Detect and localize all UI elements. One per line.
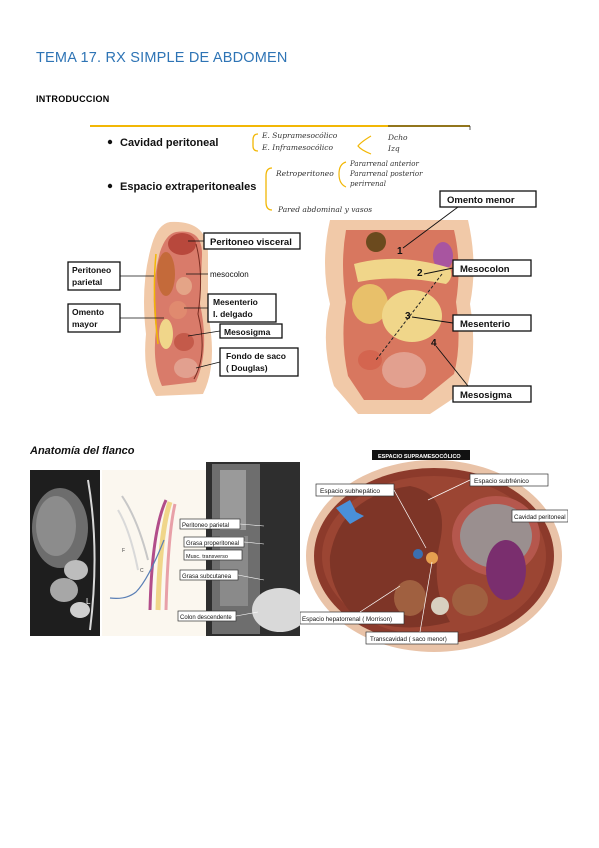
label-mesocolon-right: Mesocolon bbox=[460, 264, 510, 275]
scheme-item-cavidad: Cavidad peritoneal bbox=[120, 137, 218, 149]
scheme-perirrenal: perirrenal bbox=[350, 180, 386, 188]
figure-peritoneal-anatomy: Cavidad peritoneal E. Supramesocólico E.… bbox=[58, 124, 546, 424]
xray-image bbox=[206, 462, 300, 636]
section-heading: INTRODUCCION bbox=[36, 94, 110, 104]
page-title: TEMA 17. RX SIMPLE DE ABDOMEN bbox=[36, 50, 288, 66]
scheme-dcho: Dcho bbox=[387, 133, 408, 142]
marker-2: 2 bbox=[417, 268, 423, 279]
figure-flank-anatomy: Anatomía del flanco L F C Peritoneo pari… bbox=[30, 440, 300, 636]
label-mesosigma-left: Mesosigma bbox=[224, 327, 271, 337]
svg-text:I. delgado: I. delgado bbox=[213, 309, 253, 319]
flank-title: Anatomía del flanco bbox=[30, 445, 135, 457]
svg-text:( Douglas): ( Douglas) bbox=[226, 363, 268, 373]
scheme-pared: Pared abdominal y vasos bbox=[277, 205, 372, 214]
label-espacio-subhepatico: Espacio subhepático bbox=[320, 488, 380, 495]
label-peritoneo-parietal: Peritoneo bbox=[72, 265, 111, 275]
figure-supramesocolic-space: ESPACIO SUPRAMESOCÓLICO Espacio subhepát… bbox=[300, 446, 568, 660]
scheme-inframesocolico: E. Inframesocólico bbox=[261, 143, 333, 152]
scheme-item-extraperitoneal: Espacio extraperitoneales bbox=[120, 181, 256, 193]
ct-image: L bbox=[30, 470, 100, 636]
ct-letter: L bbox=[86, 597, 91, 606]
label-mesocolon-left: mesocolon bbox=[210, 270, 249, 279]
label-peritoneo-parietal-flank: Peritoneo parietal bbox=[182, 523, 229, 529]
scheme-retroperitoneo: Retroperitoneo bbox=[275, 169, 334, 178]
label-espacio-subfrenico: Espacio subfrénico bbox=[474, 478, 529, 485]
label-mesenterio-delgado: Mesenterio bbox=[213, 297, 258, 307]
label-espacio-hepatorrenal: Espacio hepatorrenal ( Morrison) bbox=[302, 616, 392, 623]
scheme-pararrenal-ant: Pararrenal anterior bbox=[349, 160, 420, 168]
label-transcavidad: Transcavidad ( saco menor) bbox=[370, 636, 447, 643]
marker-1: 1 bbox=[397, 246, 403, 257]
svg-text:F: F bbox=[122, 548, 125, 554]
axial-section-illustration bbox=[306, 460, 562, 652]
svg-text:parietal: parietal bbox=[72, 277, 102, 287]
scheme-supramesocolico: E. Supramesocólico bbox=[261, 131, 338, 140]
label-grasa-subcutanea: Grasa subcutanea bbox=[182, 574, 232, 580]
label-mesenterio-right: Mesenterio bbox=[460, 319, 510, 330]
svg-text:mayor: mayor bbox=[72, 319, 98, 329]
scheme-izq: Izq bbox=[387, 144, 400, 153]
label-omento-mayor: Omento bbox=[72, 307, 104, 317]
sagittal-abdomen-illustration bbox=[144, 221, 212, 396]
svg-text:C: C bbox=[140, 568, 144, 574]
label-omento-menor: Omento menor bbox=[447, 195, 515, 206]
label-fondo-saco: Fondo de saco bbox=[226, 351, 286, 361]
supramesocolic-header: ESPACIO SUPRAMESOCÓLICO bbox=[378, 452, 461, 460]
label-colon-descendente: Colon descendente bbox=[180, 615, 232, 621]
label-grasa-properitoneal: Grasa properitoneal bbox=[186, 541, 239, 547]
label-cavidad-peritoneal: Cavidad peritoneal bbox=[514, 514, 566, 521]
label-mesosigma-right: Mesosigma bbox=[460, 390, 512, 401]
label-peritoneo-visceral: Peritoneo visceral bbox=[210, 237, 292, 248]
marker-3: 3 bbox=[405, 311, 411, 322]
label-musc-transverso: Musc. transverso bbox=[186, 554, 228, 560]
marker-4: 4 bbox=[431, 338, 437, 349]
scheme-pararrenal-post: Pararrenal posterior bbox=[349, 170, 423, 178]
